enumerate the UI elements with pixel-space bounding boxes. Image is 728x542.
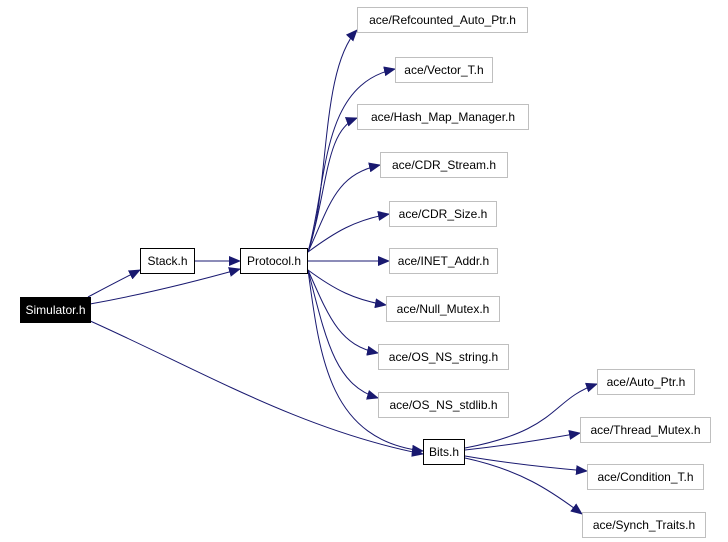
node-vector-t[interactable]: ace/Vector_T.h bbox=[395, 57, 493, 83]
node-thread-mutex[interactable]: ace/Thread_Mutex.h bbox=[580, 417, 711, 443]
node-cdr-stream[interactable]: ace/CDR_Stream.h bbox=[380, 152, 508, 178]
node-hash-map-manager[interactable]: ace/Hash_Map_Manager.h bbox=[357, 104, 529, 130]
node-simulator[interactable]: Simulator.h bbox=[20, 297, 91, 323]
edge-protocol-bits bbox=[307, 269, 424, 455]
node-os-ns-string[interactable]: ace/OS_NS_string.h bbox=[378, 344, 509, 370]
edge-protocol-osnsstdlib bbox=[307, 269, 379, 400]
edge-bits-autoptr bbox=[464, 382, 598, 449]
edge-protocol-cdrstream bbox=[307, 162, 381, 253]
edge-simulator-protocol bbox=[89, 267, 241, 305]
edge-protocol-osnsstring bbox=[307, 269, 379, 356]
node-condition-t[interactable]: ace/Condition_T.h bbox=[587, 464, 704, 490]
edge-protocol-nullmutex bbox=[307, 269, 387, 309]
node-synch-traits[interactable]: ace/Synch_Traits.h bbox=[582, 512, 706, 538]
node-bits[interactable]: Bits.h bbox=[423, 439, 465, 465]
node-stack[interactable]: Stack.h bbox=[140, 248, 195, 274]
node-protocol[interactable]: Protocol.h bbox=[240, 248, 308, 274]
edge-simulator-bits bbox=[87, 319, 424, 457]
node-auto-ptr[interactable]: ace/Auto_Ptr.h bbox=[597, 369, 695, 395]
edge-bits-threadmutex bbox=[464, 429, 581, 451]
node-os-ns-stdlib[interactable]: ace/OS_NS_stdlib.h bbox=[378, 392, 509, 418]
node-null-mutex[interactable]: ace/Null_Mutex.h bbox=[386, 296, 500, 322]
node-inet-addr[interactable]: ace/INET_Addr.h bbox=[389, 248, 498, 274]
edge-protocol-cdrsize bbox=[307, 210, 390, 253]
node-refcounted-auto-ptr[interactable]: ace/Refcounted_Auto_Ptr.h bbox=[357, 7, 528, 33]
edge-bits-synchtraits bbox=[464, 457, 583, 515]
node-cdr-size[interactable]: ace/CDR_Size.h bbox=[389, 201, 497, 227]
edge-protocol-vector bbox=[307, 66, 396, 253]
edge-simulator-stack bbox=[87, 269, 141, 298]
edge-protocol-hashmap bbox=[307, 117, 358, 253]
edge-bits-condition bbox=[464, 455, 588, 476]
